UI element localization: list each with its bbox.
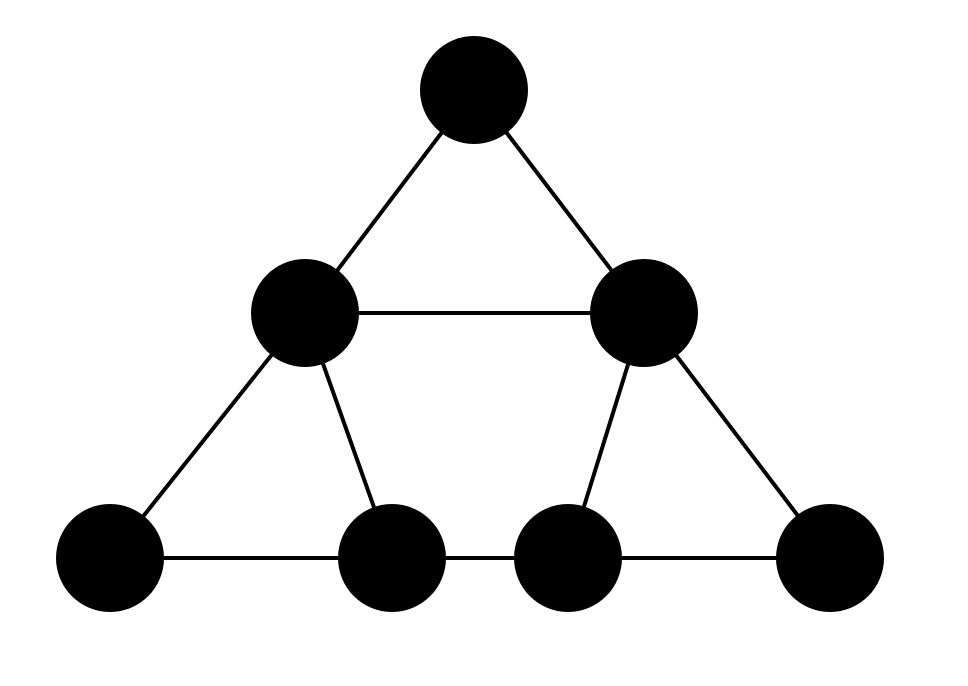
node-mid-right bbox=[590, 259, 698, 367]
node-bottom-1 bbox=[56, 504, 164, 612]
node-top bbox=[420, 36, 528, 144]
node-bottom-2 bbox=[338, 504, 446, 612]
node-bottom-3 bbox=[514, 504, 622, 612]
node-bottom-4 bbox=[776, 504, 884, 612]
edges-layer bbox=[108, 88, 832, 560]
node-mid-left bbox=[251, 259, 359, 367]
nodes-layer bbox=[56, 36, 884, 612]
